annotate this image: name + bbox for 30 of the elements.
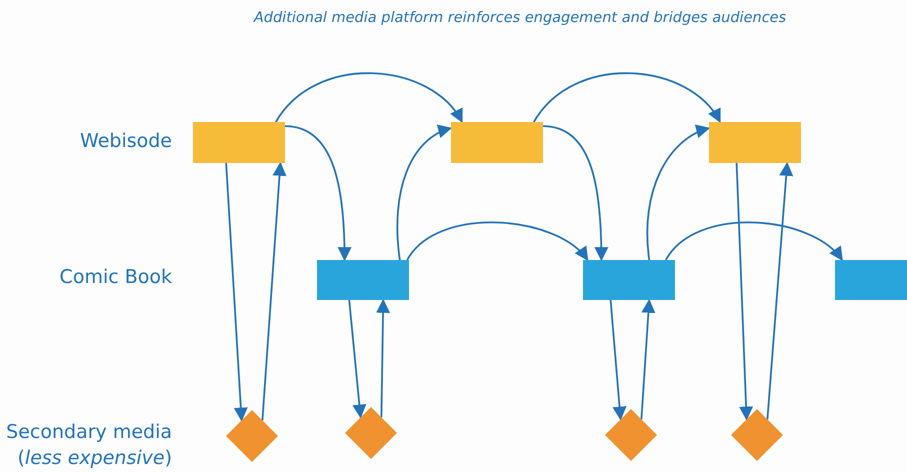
media-diamond bbox=[731, 409, 783, 461]
arrow bbox=[348, 300, 366, 419]
arrow bbox=[665, 222, 843, 261]
row-label: Webisode bbox=[79, 129, 172, 154]
arrow bbox=[646, 126, 710, 260]
arrow bbox=[736, 162, 754, 421]
media-box bbox=[451, 122, 543, 163]
media-diamond bbox=[345, 407, 397, 459]
arrow bbox=[262, 162, 286, 420]
arrow bbox=[275, 72, 463, 123]
row-label: Comic Book bbox=[58, 265, 172, 290]
row-label: Secondary media (less expensive) bbox=[5, 420, 172, 471]
media-box bbox=[835, 260, 907, 300]
arrow bbox=[533, 72, 721, 123]
diagram-title: Additional media platform reinforces engagement and bridges audiences bbox=[252, 10, 788, 26]
media-box bbox=[193, 122, 285, 163]
arrow bbox=[396, 126, 452, 260]
media-diamond bbox=[605, 409, 657, 461]
arrow bbox=[766, 162, 794, 420]
arrow bbox=[376, 298, 390, 418]
media-box bbox=[317, 260, 409, 300]
arrow bbox=[406, 222, 588, 261]
media-box bbox=[709, 122, 801, 163]
media-diamond bbox=[226, 410, 278, 462]
arrow bbox=[640, 298, 656, 420]
arrow bbox=[225, 162, 248, 422]
media-box bbox=[583, 260, 675, 300]
arrow bbox=[284, 125, 352, 262]
arrow bbox=[610, 300, 626, 421]
arrow bbox=[542, 125, 608, 262]
